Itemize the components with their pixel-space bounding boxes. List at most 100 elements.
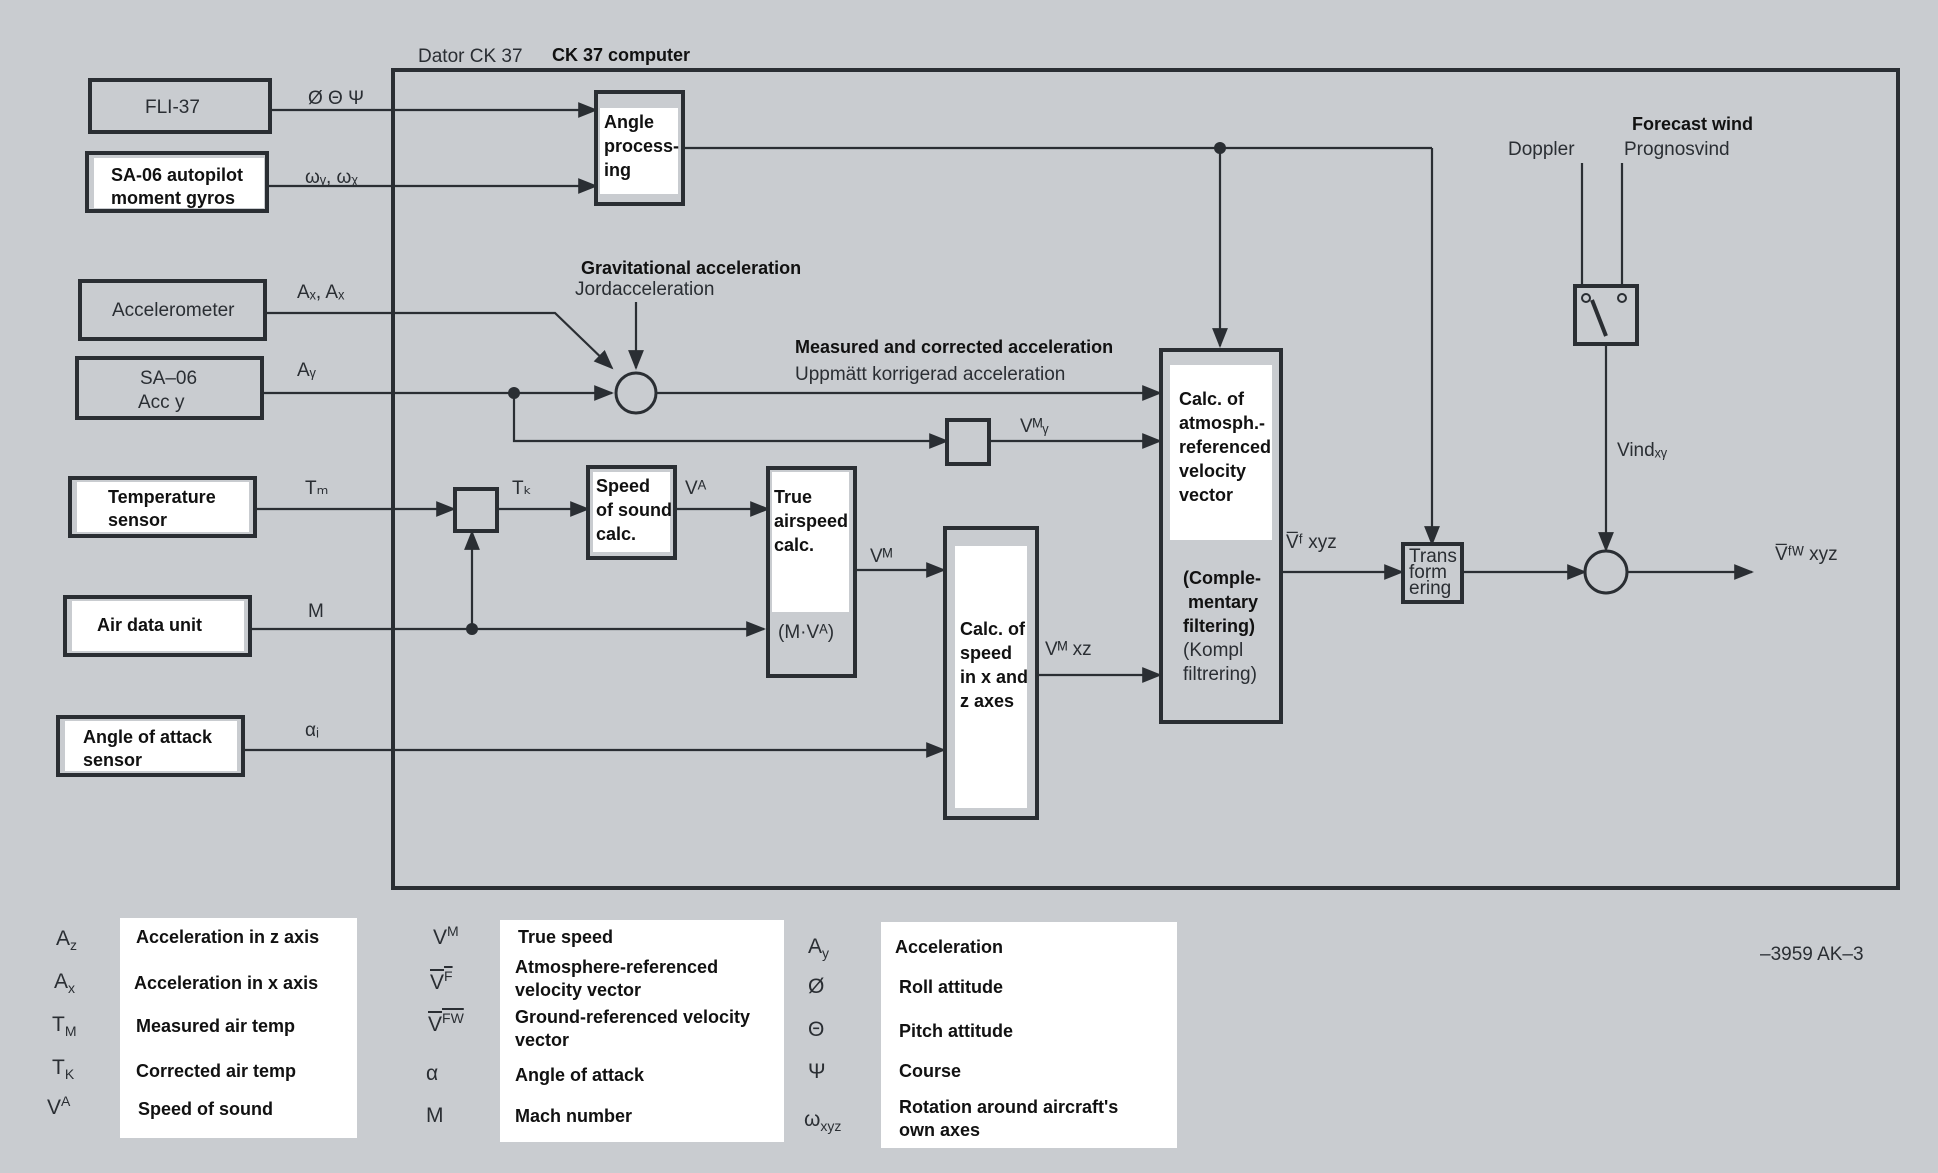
svg-text:(Kompl: (Kompl: [1183, 640, 1243, 661]
air-data-unit-box: Air data unit: [63, 595, 252, 657]
svg-text:SA–06: SA–06: [140, 368, 197, 389]
legend-symbol: TK: [52, 1056, 75, 1083]
summing-node-wind: [1583, 549, 1629, 595]
legend-symbol: Ø: [808, 975, 825, 998]
legend-text: Course: [899, 1061, 962, 1081]
signal-vmxz: Vᴹ xz: [1045, 639, 1092, 660]
legend-symbol: M: [426, 1104, 444, 1127]
signal-vm: Vᴹ: [870, 546, 893, 567]
gravitational-acceleration-label: Gravitational acceleration: [581, 258, 801, 278]
svg-text:speed: speed: [960, 643, 1012, 663]
svg-text:Accelerometer: Accelerometer: [112, 300, 235, 321]
svg-text:sensor: sensor: [83, 750, 142, 770]
summing-node-acc: [614, 371, 658, 415]
temp-correction-block: [453, 487, 499, 533]
computer-frame: [391, 68, 1900, 890]
legend-text: Ground-referenced velocity vector: [515, 1007, 751, 1050]
svg-text:ering: ering: [1409, 578, 1451, 599]
svg-text:Acc y: Acc y: [138, 392, 185, 413]
legend-symbol: Ψ: [808, 1060, 826, 1083]
legend-text: Mach number: [515, 1106, 633, 1126]
temperature-sensor-box: Temperature sensor: [68, 476, 257, 538]
svg-text:calc.: calc.: [774, 535, 814, 555]
legend-text: Roll attitude: [899, 977, 1003, 997]
signal-ay: Aᵧ: [297, 360, 317, 381]
svg-text:Trans: Trans: [1409, 546, 1457, 567]
legend-symbol: Ax: [54, 970, 76, 997]
legend-symbol: Az: [56, 927, 78, 954]
calc-atm-velocity-block: Calc. of atmosph.- referenced velocity v…: [1159, 348, 1283, 724]
svg-text:of sound: of sound: [596, 500, 672, 520]
svg-text:(Comple-: (Comple-: [1183, 568, 1261, 588]
svg-text:vector: vector: [1179, 485, 1233, 505]
svg-text:atmosph.-: atmosph.-: [1179, 413, 1265, 433]
legend-symbol: ωxyz: [804, 1108, 842, 1135]
legend-symbol: VA: [47, 1093, 71, 1119]
svg-text:Calc. of: Calc. of: [1179, 389, 1245, 409]
signal-alpha: αᵢ: [305, 720, 319, 741]
computer-label: CK 37 computer: [552, 45, 690, 65]
reference-number: –3959 AK–3: [1760, 944, 1864, 965]
svg-text:Speed: Speed: [596, 476, 650, 496]
svg-text:True: True: [774, 487, 812, 507]
svg-text:referenced: referenced: [1179, 437, 1271, 457]
svg-text:Angle of attack: Angle of attack: [83, 727, 213, 747]
svg-text:in x and: in x and: [960, 667, 1028, 687]
svg-text:form: form: [1409, 562, 1447, 583]
sa06-autopilot-box: SA-06 autopilot moment gyros: [85, 151, 269, 213]
signal-vfwxyz: V̅ᶠᵂ xyz: [1775, 544, 1838, 565]
legend-text: Speed of sound: [138, 1099, 273, 1119]
measured-corrected-label: Measured and corrected acceleration: [795, 337, 1113, 357]
svg-text:FLI-37: FLI-37: [145, 97, 200, 118]
legend-symbol: α: [426, 1062, 439, 1085]
legend-symbol: Ay: [808, 935, 830, 962]
angle-processing-block: Angle process- ing: [594, 90, 685, 206]
legend-text: Acceleration: [895, 937, 1004, 957]
svg-text:Calc. of: Calc. of: [960, 619, 1026, 639]
fli-box: FLI-37: [88, 78, 272, 134]
svg-text:z axes: z axes: [960, 691, 1014, 711]
legend-text: Rotation around aircraft's own axes: [899, 1097, 1119, 1140]
wind-selector-switch: [1573, 284, 1639, 346]
legend-symbol: VF: [430, 968, 453, 994]
legend-symbol: Θ: [808, 1018, 825, 1041]
svg-text:moment gyros: moment gyros: [111, 188, 235, 208]
signal-ax-az: Aₓ, Aₓ: [297, 282, 345, 303]
transform-block: Trans form ering: [1401, 542, 1464, 604]
legend-panel-2: True speed Atmosphere-referenced velocit…: [500, 920, 784, 1142]
jordacceleration-label: Jordacceleration: [575, 279, 714, 300]
legend-text: Corrected air temp: [136, 1061, 297, 1081]
svg-text:Angle: Angle: [604, 112, 654, 132]
svg-text:Temperature: Temperature: [108, 487, 216, 507]
legend-text: Acceleration in z axis: [136, 927, 320, 947]
svg-text:process-: process-: [604, 136, 679, 156]
legend-symbol: TM: [52, 1013, 77, 1040]
speed-of-sound-block: Speed of sound calc.: [586, 465, 677, 560]
legend-text: Angle of attack: [515, 1065, 645, 1085]
legend-text: Measured air temp: [136, 1016, 296, 1036]
svg-text:SA-06 autopilot: SA-06 autopilot: [111, 165, 243, 185]
dator-label: Dator CK 37: [418, 46, 523, 67]
signal-vfxyz: V̅ᶠ xyz: [1286, 532, 1337, 553]
doppler-label: Doppler: [1508, 139, 1575, 160]
signal-roll-pitch-course: Ø Θ Ψ: [308, 88, 364, 109]
signal-m: M: [308, 601, 324, 622]
sa06-acc-box: SA–06 Acc y: [75, 356, 264, 420]
signal-va: Vᴬ: [685, 478, 707, 499]
angle-of-attack-sensor-box: Angle of attack sensor: [56, 715, 245, 777]
legend-text: True speed: [518, 927, 614, 947]
legend-panel-3: Acceleration Roll attitude Pitch attitud…: [881, 922, 1177, 1148]
svg-text:airspeed: airspeed: [774, 511, 848, 531]
signal-tk: Tₖ: [512, 478, 532, 499]
signal-tm: Tₘ: [305, 478, 328, 499]
legend-text: Atmosphere-referenced velocity vector: [515, 957, 719, 1000]
legend-text: Acceleration in x axis: [134, 973, 319, 993]
svg-text:calc.: calc.: [596, 524, 636, 544]
svg-text:(M·Vᴬ): (M·Vᴬ): [778, 622, 834, 643]
legend-symbol: VFW: [428, 1010, 464, 1036]
true-airspeed-block: True airspeed calc. (M·Vᴬ): [766, 466, 857, 678]
forecast-wind-label: Forecast wind: [1632, 114, 1753, 134]
accelerometer-box: Accelerometer: [78, 279, 267, 341]
legend-text: Pitch attitude: [899, 1021, 1014, 1041]
